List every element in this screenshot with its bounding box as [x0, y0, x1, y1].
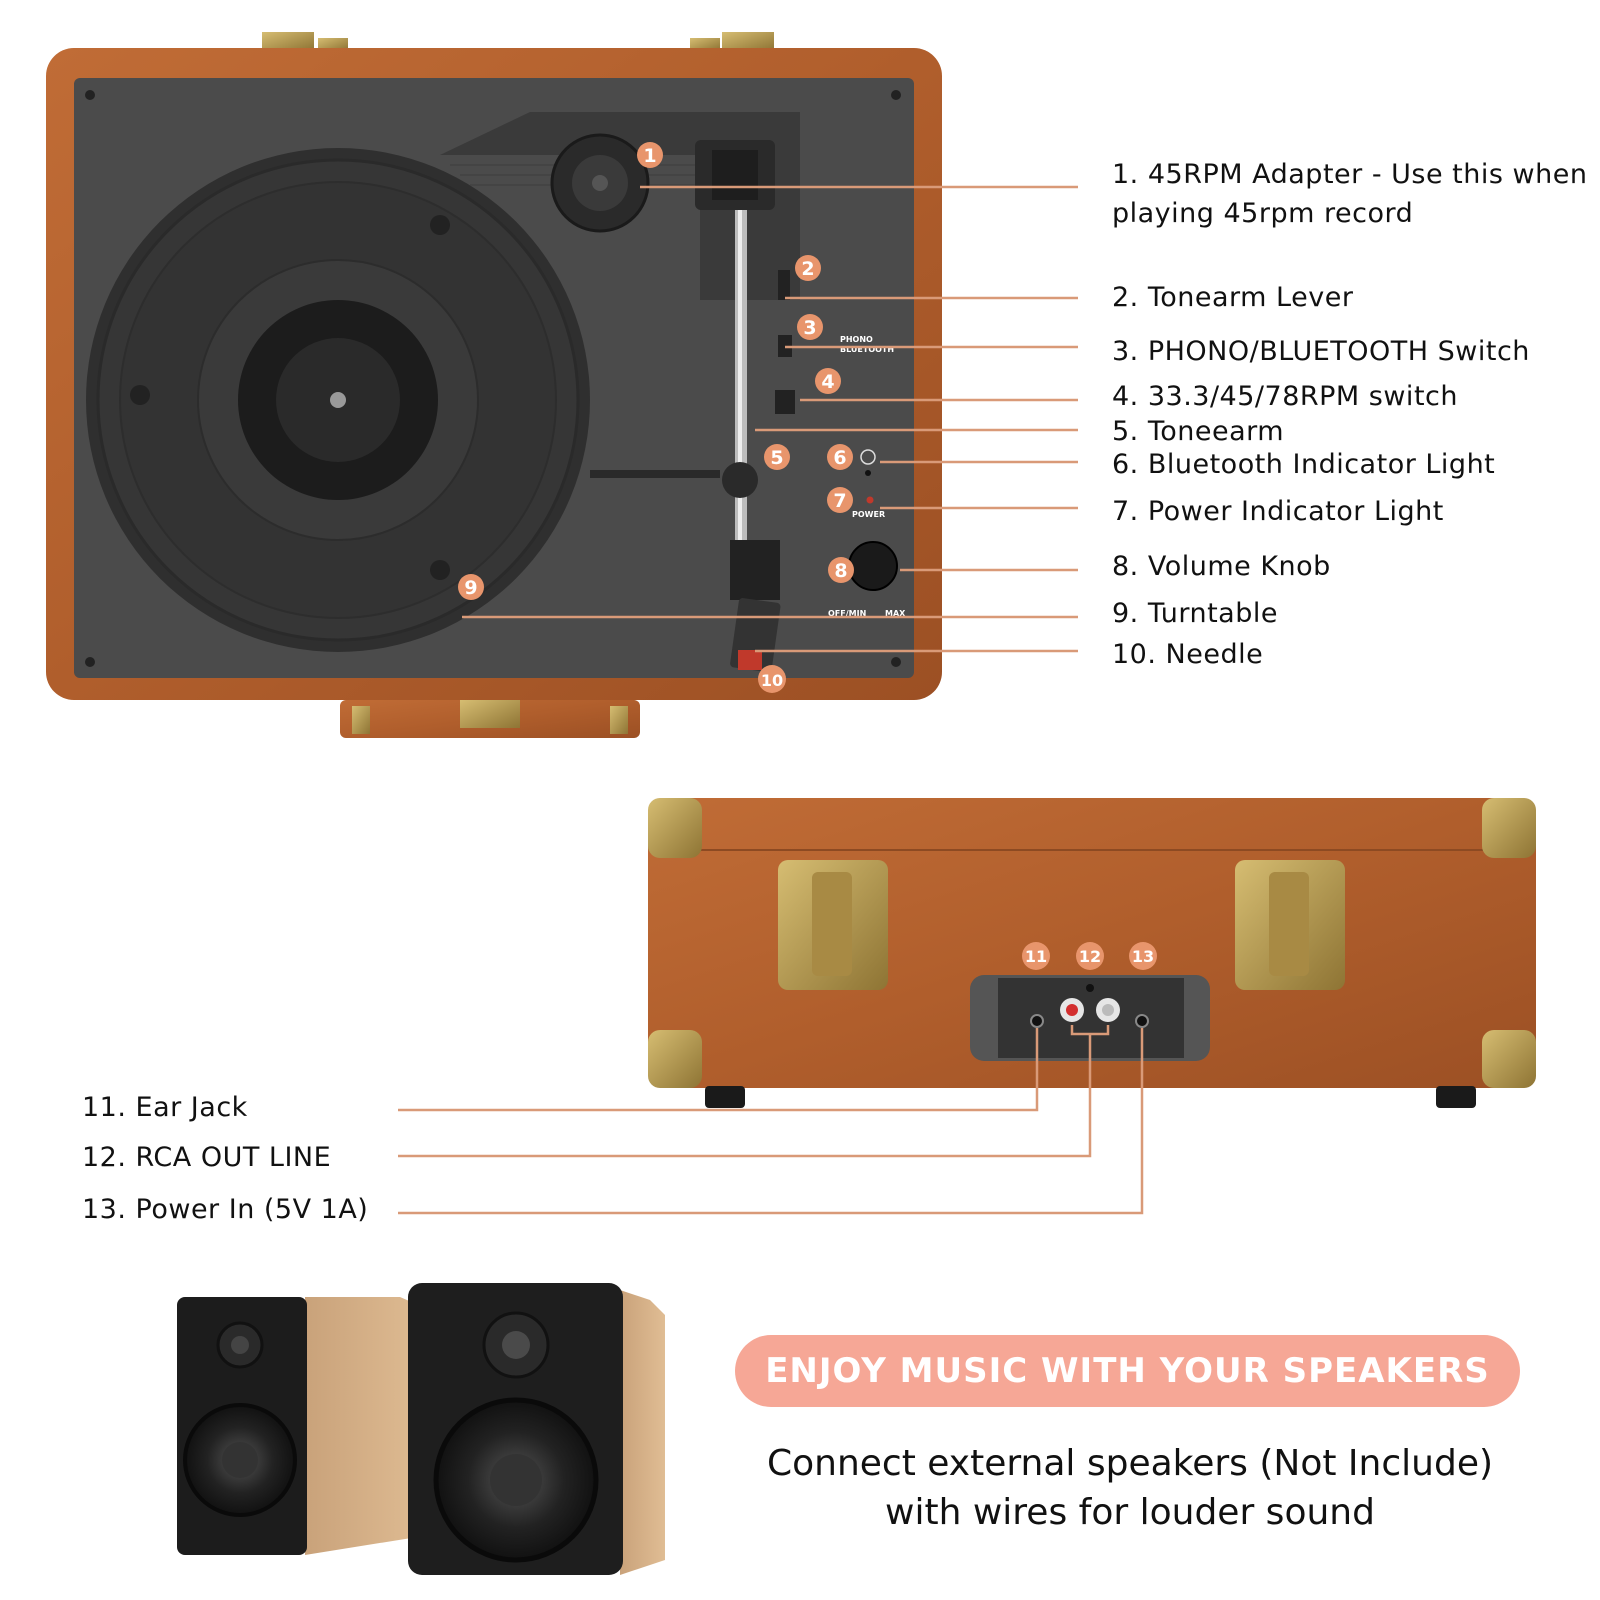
callout-5-text: 5. Toneearm: [1112, 416, 1285, 447]
max-label: MAX: [885, 609, 906, 618]
callout-2-text: 2. Tonearm Lever: [1112, 282, 1354, 313]
latch-right: [1235, 860, 1345, 990]
badges-top: 1 2 3 4 5 6 7 8 9 10: [458, 142, 854, 693]
svg-text:6: 6: [833, 447, 846, 469]
badge-1: 1: [637, 142, 663, 168]
badge-10: 10: [758, 665, 786, 693]
bluetooth-label: BLUETOOTH: [840, 345, 894, 354]
power-indicator-light: [866, 496, 874, 504]
svg-text:1: 1: [643, 145, 656, 167]
phono-label: PHONO: [840, 335, 873, 344]
callout-12-text: 12. RCA OUT LINE: [82, 1142, 332, 1173]
badge-9: 9: [458, 574, 484, 600]
callout-11-text: 11. Ear Jack: [82, 1092, 248, 1123]
badge-5: 5: [764, 444, 790, 470]
callout-1-line2: playing 45rpm record: [1112, 198, 1414, 230]
callout-7-text: 7. Power Indicator Light: [1112, 496, 1444, 527]
callout-6-text: 6. Bluetooth Indicator Light: [1112, 449, 1496, 480]
callout-10-text: 10. Needle: [1112, 639, 1264, 670]
turntable-top-view: PHONO BLUETOOTH POWER OFF/MIN MAX: [46, 32, 942, 738]
svg-text:2: 2: [801, 258, 814, 280]
tonearm-lever: [778, 270, 790, 300]
callout-4-text: 4. 33.3/45/78RPM switch: [1112, 381, 1458, 412]
svg-text:4: 4: [821, 371, 834, 393]
promo-banner-text: ENJOY MUSIC WITH YOUR SPEAKERS: [765, 1351, 1490, 1391]
power-label: POWER: [852, 510, 885, 519]
tonearm: [695, 140, 781, 673]
badges-bottom: 11 12 13: [1022, 942, 1157, 970]
badge-2: 2: [795, 255, 821, 281]
bluetooth-icon: [860, 449, 876, 465]
speaker-right: [408, 1283, 665, 1575]
callout-1-text: 1. 45RPM Adapter - Use this when playing…: [1112, 155, 1587, 233]
promo-banner: ENJOY MUSIC WITH YOUR SPEAKERS: [735, 1335, 1520, 1407]
callout-8-text: 8. Volume Knob: [1112, 551, 1331, 582]
leader-lines-top: [462, 185, 1078, 653]
45rpm-adapter: [550, 133, 650, 233]
svg-text:8: 8: [834, 560, 847, 582]
callout-3-text: 3. PHONO/BLUETOOTH Switch: [1112, 336, 1530, 367]
badge-11: 11: [1022, 942, 1050, 970]
badge-12: 12: [1076, 942, 1104, 970]
caption-line-1: Connect external speakers (Not Include): [766, 1443, 1494, 1484]
bluetooth-indicator-light: [865, 470, 871, 476]
turntable-platter: [86, 148, 590, 652]
svg-text:11: 11: [1025, 947, 1047, 966]
svg-text:12: 12: [1079, 947, 1101, 966]
speaker-left: [177, 1297, 430, 1555]
svg-text:9: 9: [464, 577, 477, 599]
off-min-label: OFF/MIN: [828, 609, 866, 618]
badge-8: 8: [828, 557, 854, 583]
badge-3: 3: [797, 314, 823, 340]
svg-text:7: 7: [833, 490, 846, 512]
badge-4: 4: [815, 368, 841, 394]
latch-left: [778, 860, 888, 990]
badge-7: 7: [827, 487, 853, 513]
caption-line-2: with wires for louder sound: [885, 1491, 1375, 1533]
svg-text:3: 3: [803, 317, 816, 339]
callout-9-text: 9. Turntable: [1112, 598, 1278, 629]
power-in-jack: [1135, 1014, 1149, 1028]
svg-text:5: 5: [770, 447, 783, 469]
corner-brass: [648, 798, 702, 858]
svg-text:10: 10: [761, 671, 783, 690]
speaker-caption: Connect external speakers (Not Include) …: [700, 1440, 1560, 1537]
ear-jack: [1030, 1014, 1044, 1028]
volume-knob: [848, 541, 898, 591]
callout-13-text: 13. Power In (5V 1A): [82, 1194, 369, 1225]
leader-lines-bottom: [398, 1025, 1144, 1215]
callout-1-line1: 1. 45RPM Adapter - Use this when: [1112, 159, 1588, 190]
badge-6: 6: [827, 444, 853, 470]
speakers-illustration: [177, 1283, 665, 1575]
rpm-switch: [775, 390, 795, 414]
hinge: [262, 32, 314, 50]
badge-13: 13: [1129, 942, 1157, 970]
svg-text:13: 13: [1132, 947, 1154, 966]
